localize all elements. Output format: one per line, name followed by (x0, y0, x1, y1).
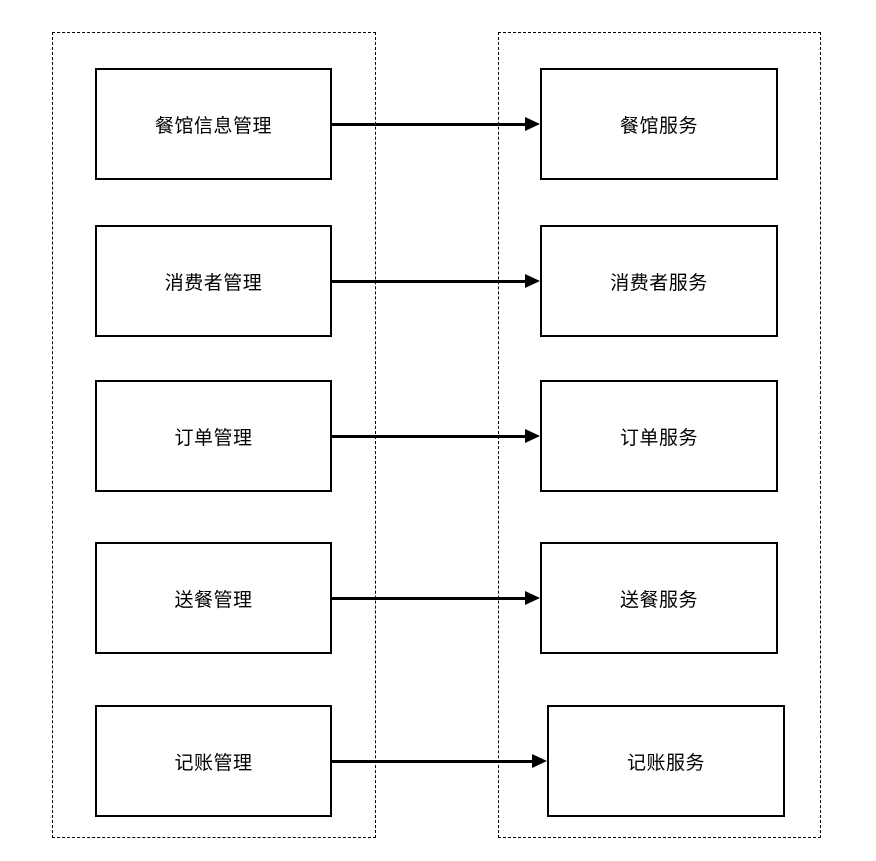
node-accounting-service: 记账服务 (547, 705, 785, 817)
arrow-shaft (332, 434, 528, 438)
arrow-head-icon (525, 117, 540, 131)
arrow-head-icon (525, 274, 540, 288)
node-restaurant-service: 餐馆服务 (540, 68, 778, 180)
arrow-shaft (332, 759, 535, 763)
arrow-connector (332, 429, 540, 443)
arrow-connector (332, 754, 547, 768)
arrow-shaft (332, 596, 528, 600)
node-delivery-service: 送餐服务 (540, 542, 778, 654)
node-restaurant-info-management: 餐馆信息管理 (95, 68, 332, 180)
arrow-connector (332, 591, 540, 605)
node-consumer-service: 消费者服务 (540, 225, 778, 337)
node-consumer-management: 消费者管理 (95, 225, 332, 337)
arrow-head-icon (525, 591, 540, 605)
node-order-management: 订单管理 (95, 380, 332, 492)
arrow-head-icon (525, 429, 540, 443)
arrow-shaft (332, 122, 528, 126)
node-accounting-management: 记账管理 (95, 705, 332, 817)
arrow-connector (332, 117, 540, 131)
node-delivery-management: 送餐管理 (95, 542, 332, 654)
arrow-shaft (332, 279, 528, 283)
arrow-head-icon (532, 754, 547, 768)
node-order-service: 订单服务 (540, 380, 778, 492)
arrow-connector (332, 274, 540, 288)
